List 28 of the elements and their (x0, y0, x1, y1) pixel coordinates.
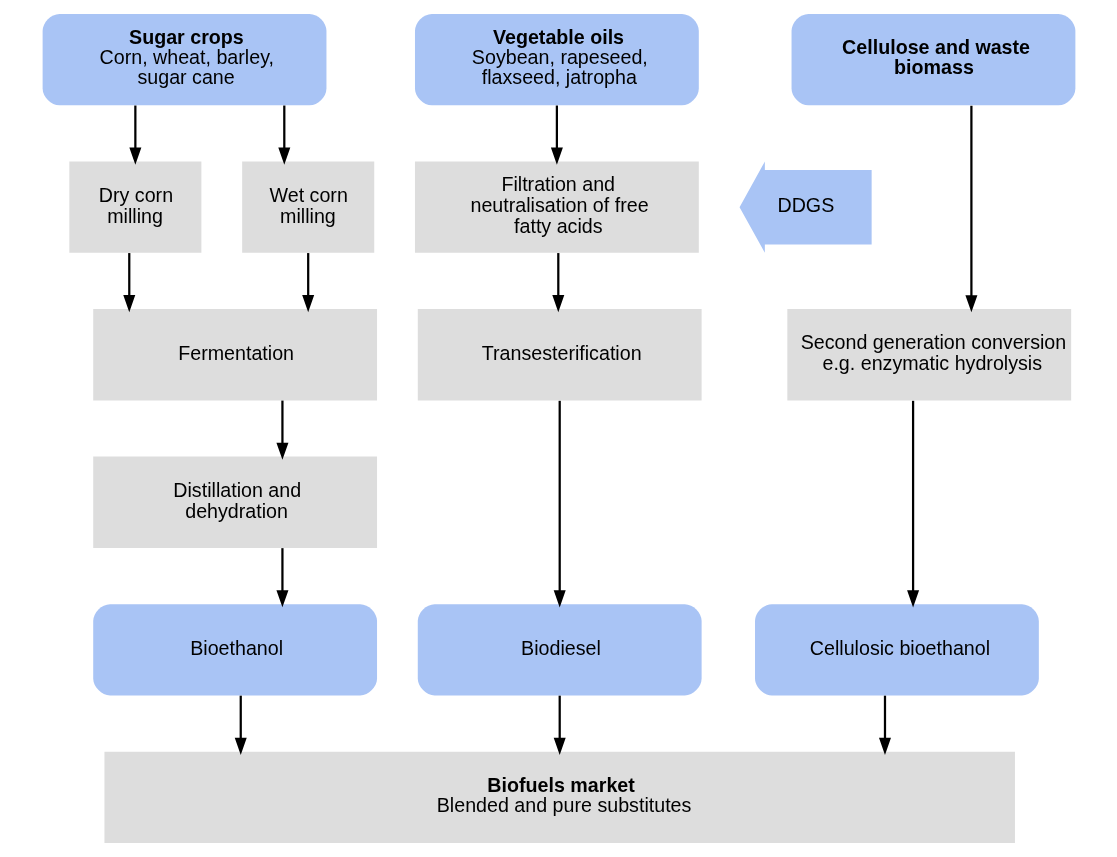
node-box: Bioethanol (92, 604, 377, 696)
node-box: Fermentation (92, 309, 377, 401)
node-box: Dry corn milling (68, 161, 201, 253)
arrow (128, 105, 141, 165)
node-box: Biodiesel (417, 604, 702, 696)
node-box: Biofuels market Blended and pure substitutes (103, 751, 1015, 843)
node-box: Sugar crops Corn, wheat, barley, sugar cane (42, 14, 326, 106)
node-box: Cellulose and waste biomass (791, 14, 1075, 106)
arrow (122, 253, 135, 313)
arrow (550, 105, 563, 165)
arrow (277, 105, 290, 165)
arrow (551, 253, 564, 313)
arrow (878, 695, 891, 755)
arrow (301, 253, 314, 313)
node-box: Filtration and neutralisation of free fatty acids (414, 161, 699, 253)
arrow (553, 400, 566, 608)
node-box: Wet corn milling (241, 161, 374, 253)
arrow (234, 695, 247, 755)
node-box: Distillation and dehydration (92, 456, 377, 548)
arrow (275, 548, 288, 608)
node-box: Vegetable oils Soybean, rapeseed, flaxseed, jatropha (414, 14, 699, 106)
arrow (275, 400, 288, 460)
arrow (553, 695, 566, 755)
node-box: Second generation conversion e.g. enzymatic hydrolysis (786, 309, 1071, 401)
node-box: Cellulosic bioethanol (754, 604, 1039, 696)
node-box: Transesterification (417, 309, 702, 401)
arrow (964, 105, 977, 313)
arrow (906, 400, 919, 608)
